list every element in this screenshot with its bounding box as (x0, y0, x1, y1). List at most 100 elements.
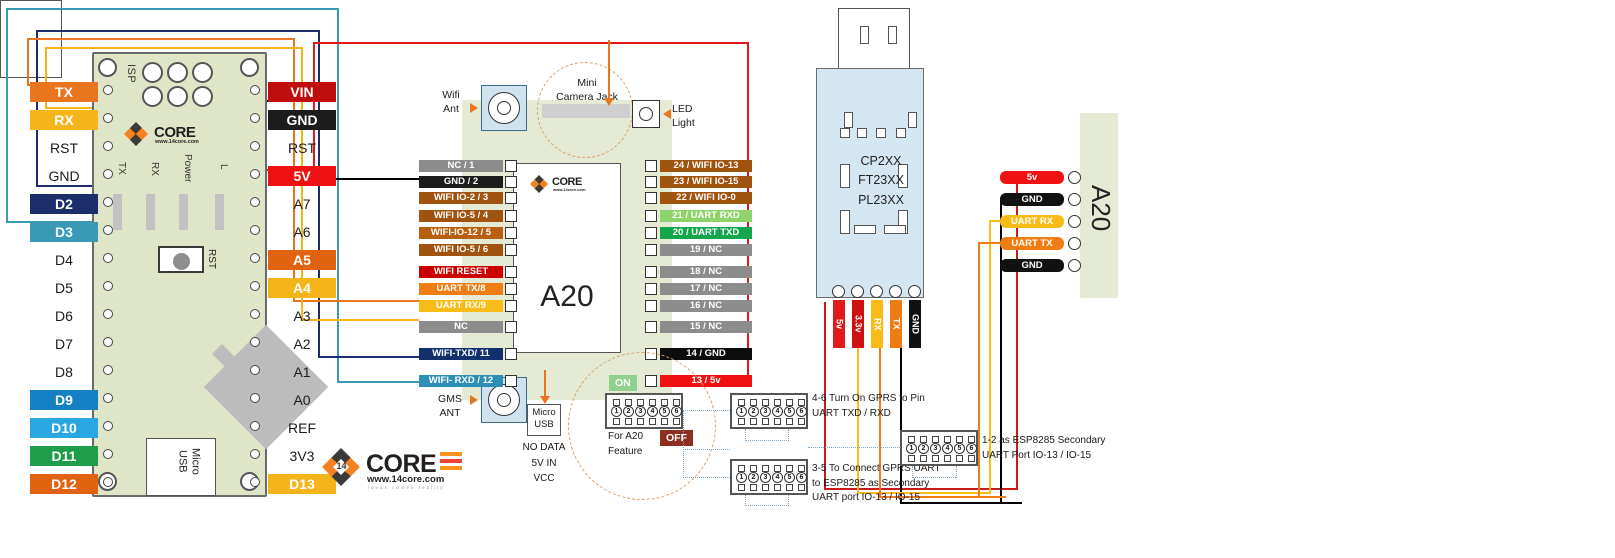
dip-switch-number: 2 (748, 406, 759, 417)
wire-usb-tx-v (879, 302, 881, 498)
a20-pin-nc-1: NC / 1 (419, 160, 503, 172)
a20-micro-usb-box (527, 404, 561, 436)
dip-switch-1[interactable]: 1 (906, 436, 917, 462)
usb-plug-tooth-2 (888, 26, 897, 44)
a20-pad-8 (645, 283, 657, 295)
usb-shield-tab-r (908, 112, 917, 128)
wire-orange-v (27, 38, 29, 86)
dip-switch-2[interactable]: 2 (748, 465, 759, 491)
nano-pin-a7: A7 (293, 196, 311, 212)
dip-switch-6[interactable]: 6 (966, 436, 977, 462)
dip-pin-bottom (798, 418, 805, 425)
footer-logo: 14 CORE www.14core.com ideas comes reali… (322, 446, 482, 490)
a20-pad-8 (505, 283, 517, 295)
dip-switch-number: 6 (966, 443, 977, 454)
dip-switch-6[interactable]: 6 (671, 399, 682, 425)
nano-pin-a3: A3 (293, 308, 311, 324)
dip-pin-bottom (738, 484, 745, 491)
mini-camera-jack (542, 104, 630, 118)
nano-pin-d2: D2 (30, 194, 98, 214)
logo-tagline: ideas comes reality (368, 485, 445, 490)
dip-switch-4[interactable]: 4 (942, 436, 953, 462)
nano-pin-rx: RX (30, 110, 98, 130)
dip-switch-5[interactable]: 5 (659, 399, 670, 425)
dip-pin-top (661, 399, 668, 406)
nano-pin-ref: REF (288, 420, 316, 436)
nano-pin-d13: D13 (268, 474, 336, 494)
dip-pin-top (956, 436, 963, 443)
dip-switch-number: 3 (930, 443, 941, 454)
wire-usb-gnd-up (1000, 198, 1002, 504)
pin-hole-r2 (250, 113, 260, 123)
a20-term-label-uart-tx-3: UART TX (1000, 237, 1064, 250)
pin-hole-r13 (250, 421, 260, 431)
dip-pin-top (649, 399, 656, 406)
dip-switch-3[interactable]: 3 (635, 399, 646, 425)
wire-teal-v2 (337, 8, 339, 383)
a20-core-name: A20 (540, 280, 594, 313)
dip-pin-top (750, 465, 757, 472)
dip-pin-top (774, 399, 781, 406)
dip-switch-5[interactable]: 5 (784, 465, 795, 491)
at-commands-panel: AT Commands A6C Camera / Taking Picture … (1150, 0, 1615, 558)
nano-reset-button[interactable] (158, 246, 204, 273)
dip-switch-6[interactable]: 6 (796, 465, 807, 491)
a20-core-logo: CORE www.14core.com (530, 175, 612, 195)
usb-plug-tooth-1 (860, 26, 869, 44)
a20-pin-23-wifi-io-15: 23 / WIFI IO-15 (660, 176, 752, 188)
nano-pin-d6: D6 (55, 308, 73, 324)
a20-pin-wifi-io-5-6: WIFI IO-5 / 6 (419, 244, 503, 256)
led-tx (113, 194, 122, 230)
dip-pin-bottom (944, 455, 951, 462)
usb-pin-label-5v: 5v (832, 300, 845, 348)
usb-via-r1 (898, 164, 908, 188)
usb-chip-name-2: FT23XX (858, 173, 904, 188)
dip-note-a: 4-6 Turn On GPRS to Pin UART TXD / RXD (812, 393, 925, 419)
usb-pin-label-gnd: GND (908, 300, 921, 348)
dip-pin-bottom (625, 418, 632, 425)
a20-pin-uart-rx-9: UART RX/9 (419, 300, 503, 312)
dip-switch-3[interactable]: 3 (760, 465, 771, 491)
a20-pin-wifi-rxd-12: WIFI- RXD / 12 (419, 375, 503, 387)
nano-pin-d7: D7 (55, 336, 73, 352)
dip-switch-5[interactable]: 5 (784, 399, 795, 425)
dip-switch-1[interactable]: 1 (736, 399, 747, 425)
nano-pin-d3: D3 (30, 222, 98, 242)
pin-hole-r15 (250, 477, 260, 487)
dip-underline-c (912, 477, 956, 478)
dip-pin-bottom (637, 418, 644, 425)
dip-switch-6[interactable]: 6 (796, 399, 807, 425)
nano-pin-a4: A4 (268, 278, 336, 298)
dip-switch-4[interactable]: 4 (647, 399, 658, 425)
wire-yellow-h-bot (45, 107, 94, 109)
dip-switch-1[interactable]: 1 (736, 465, 747, 491)
pin-hole-l4 (103, 169, 113, 179)
dip-switch-2[interactable]: 2 (748, 399, 759, 425)
dip-pin-bottom (613, 418, 620, 425)
dip-underline-a-r (788, 429, 789, 441)
dip-underline-c-r (956, 466, 957, 478)
a20-term-circle-2 (1068, 193, 1081, 206)
nano-pin-a2: A2 (293, 336, 311, 352)
a20-pad-4 (645, 210, 657, 222)
dip-switch-2[interactable]: 2 (623, 399, 634, 425)
wire-yellow-h-top (45, 47, 303, 49)
dip-switch-4[interactable]: 4 (772, 399, 783, 425)
dip-switch-2[interactable]: 2 (918, 436, 929, 462)
nano-pin-tx: TX (30, 82, 98, 102)
dip-switch-3[interactable]: 3 (930, 436, 941, 462)
dip-switch-5[interactable]: 5 (954, 436, 965, 462)
a20-pin-uart-tx-8: UART TX/8 (419, 283, 503, 295)
dip-switch-4[interactable]: 4 (772, 465, 783, 491)
usb-chip-name-1: CP2XX (860, 154, 902, 168)
gms-antenna-pad (481, 377, 527, 423)
a20-pin-wifi-io-12-5: WIFI-IO-12 / 5 (419, 227, 503, 239)
pin-hole-r6 (250, 225, 260, 235)
dip-switch-1[interactable]: 1 (611, 399, 622, 425)
dip-switch-3[interactable]: 3 (760, 399, 771, 425)
